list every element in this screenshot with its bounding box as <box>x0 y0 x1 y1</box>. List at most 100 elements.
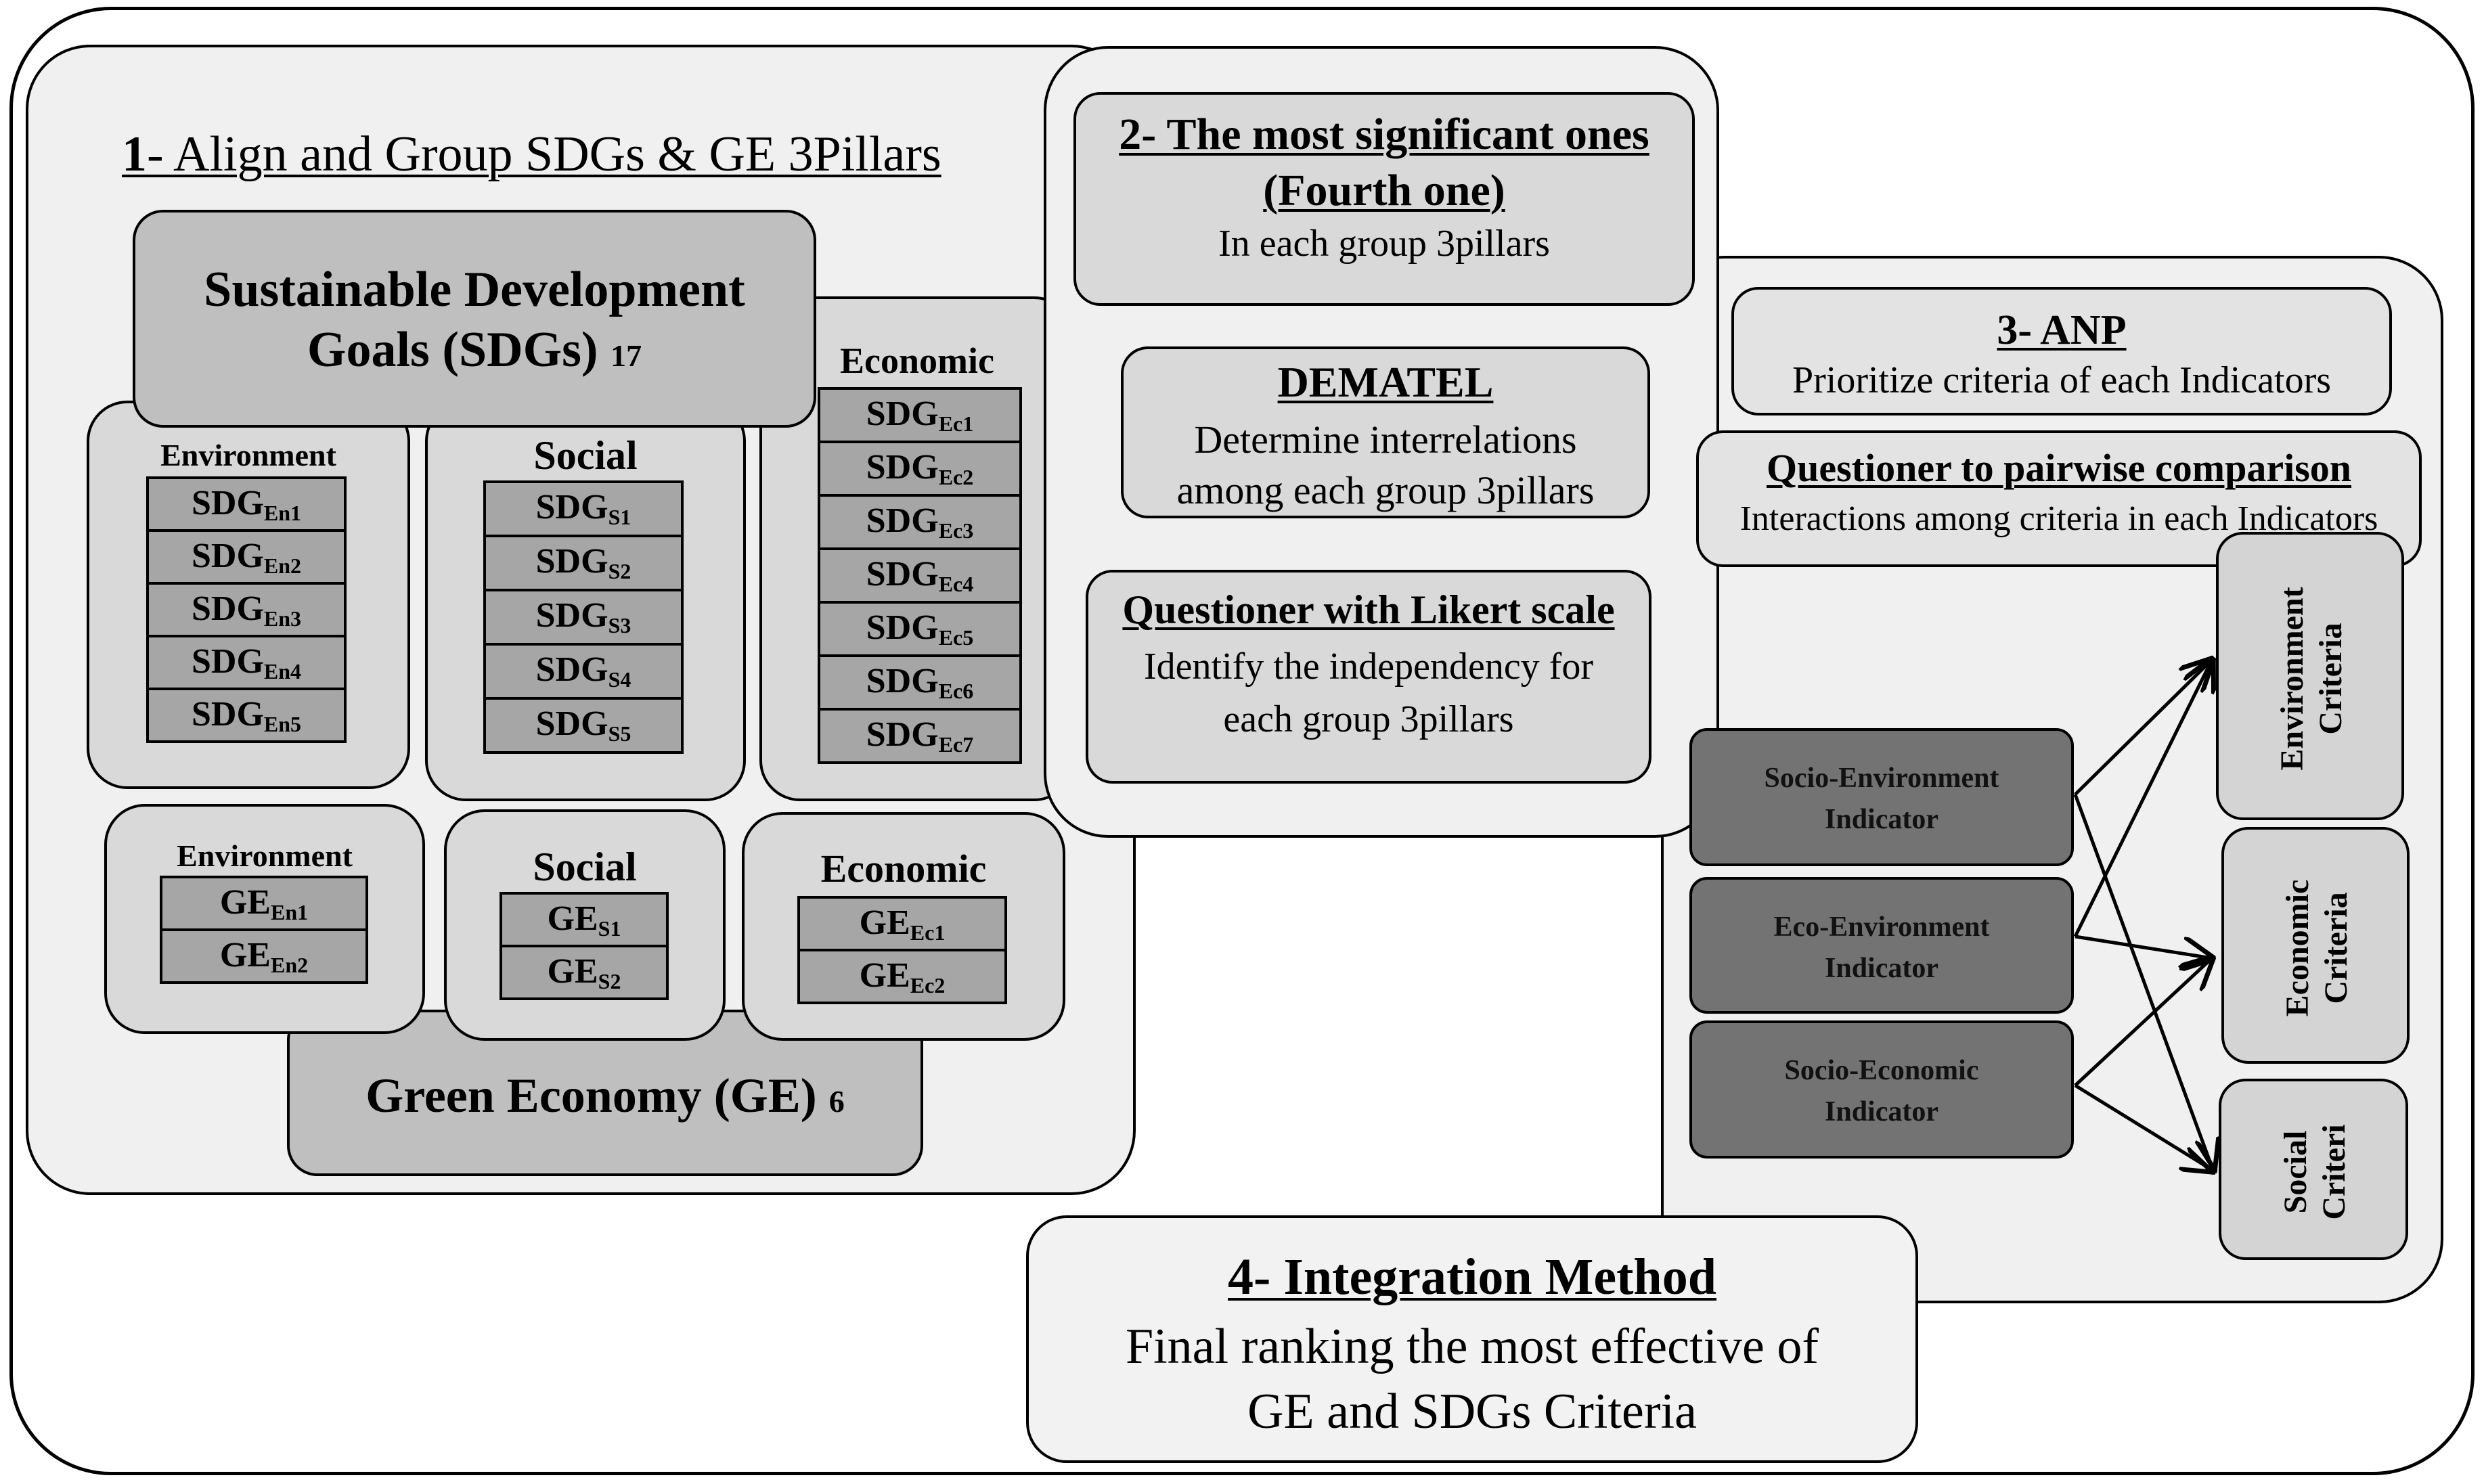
pillar-cell: GEEn1 <box>160 876 368 931</box>
pillar-cell: SDGEn1 <box>146 476 347 532</box>
pairwise-subtitle: Interactions among criteria in each Indi… <box>1739 499 2378 538</box>
stage1-title-text: - Align and Group SDGs & GE 3Pillars <box>147 127 941 182</box>
cell-subscript: S1 <box>598 916 621 941</box>
cell-base: SDG <box>535 650 608 689</box>
cell-subscript: S1 <box>608 505 631 529</box>
anp-card: 3- ANP Prioritize criteria of each Indic… <box>1731 287 2392 415</box>
cell-subscript: S2 <box>598 969 621 993</box>
cell-subscript: S3 <box>608 613 631 637</box>
likert-line1: Identify the independency for <box>1144 646 1593 688</box>
criteria-label-line1: Environment <box>2274 587 2310 771</box>
dematel-title: DEMATEL <box>1277 358 1494 406</box>
indicator-label-line2: Indicator <box>1825 1096 1938 1127</box>
indicator-label-line2: Indicator <box>1825 952 1938 984</box>
ge-group-environment-label: Environment <box>177 838 353 873</box>
indicator-eco-environment: Eco-Environment Indicator <box>1689 877 2074 1014</box>
cell-subscript: Ec1 <box>910 920 946 945</box>
cell-base: SDG <box>535 488 608 526</box>
cell-subscript: Ec7 <box>938 732 974 757</box>
cell-base: SDG <box>866 395 939 433</box>
cell-base: GE <box>547 899 598 938</box>
stage1-title: 1- Align and Group SDGs & GE 3Pillars <box>122 127 941 182</box>
cell-subscript: Ec2 <box>910 973 946 997</box>
cell-subscript: Ec2 <box>938 465 974 489</box>
cell-base: SDG <box>191 589 264 628</box>
dematel-line1: Determine interrelations <box>1194 418 1577 462</box>
cell-base: GE <box>219 936 271 974</box>
sdg-group-environment-label: Environment <box>160 438 336 472</box>
pillar-cell: SDGS5 <box>483 697 684 754</box>
criteria-economic: Economic Criteria <box>2221 827 2410 1064</box>
pillar-cell: GES2 <box>500 945 669 1000</box>
ge-group-economic-label: Economic <box>820 847 987 891</box>
cell-base: SDG <box>866 501 939 540</box>
outer-frame <box>9 7 2475 1475</box>
stage2-title-line1: 2- The most significant ones <box>1119 110 1649 159</box>
cell-subscript: En1 <box>263 501 302 525</box>
cell-base: SDG <box>535 596 608 635</box>
cell-subscript: S4 <box>608 667 631 692</box>
pillar-cell: SDGEn4 <box>146 635 347 690</box>
cell-base: SDG <box>191 484 264 522</box>
cell-base: GE <box>859 956 910 995</box>
integration-line2: GE and SDGs Criteria <box>1247 1384 1697 1440</box>
stage1-number: 1 <box>122 127 147 182</box>
sdg-count: 17 <box>611 338 642 373</box>
pillar-cell: SDGEc7 <box>818 708 1022 764</box>
sdg-group-economic-label: Economic <box>840 340 994 381</box>
stage2-header-card: 2- The most significant ones (Fourth one… <box>1073 92 1695 306</box>
integration-line1: Final ranking the most effective of <box>1125 1319 1819 1374</box>
cell-base: GE <box>859 903 910 942</box>
cell-base: SDG <box>866 608 939 647</box>
pillar-cell: SDGEc1 <box>818 387 1022 443</box>
pillar-cell: SDGS2 <box>483 535 684 591</box>
criteria-label-line2: Criteria <box>2317 892 2354 1004</box>
cell-subscript: En4 <box>263 659 302 683</box>
pillar-cell: SDGEn3 <box>146 582 347 637</box>
indicator-label-line1: Socio-Environment <box>1764 763 1999 794</box>
pairwise-title: Questioner to pairwise comparison <box>1766 446 2352 490</box>
pillar-cell: GEEc1 <box>797 896 1007 951</box>
indicator-label-line1: Eco-Environment <box>1773 912 1990 943</box>
pillar-cell: SDGEc5 <box>818 601 1022 657</box>
cell-subscript: Ec1 <box>938 411 974 436</box>
cell-subscript: En2 <box>271 953 309 977</box>
likert-line2: each group 3pillars <box>1223 698 1514 741</box>
cell-subscript: En5 <box>263 712 302 736</box>
indicator-label-line1: Socio-Economic <box>1784 1055 1979 1086</box>
criteria-label-line2: Criteria <box>2312 623 2349 735</box>
cell-base: GE <box>547 952 598 991</box>
ge-title: Green Economy (GE) <box>365 1069 817 1123</box>
cell-subscript: S2 <box>608 559 631 583</box>
cell-subscript: En2 <box>263 554 302 578</box>
pillar-cell: SDGEc6 <box>818 654 1022 711</box>
pillar-cell: SDGEn5 <box>146 688 347 743</box>
cell-base: SDG <box>866 448 939 487</box>
cell-subscript: Ec6 <box>938 679 974 703</box>
criteria-social: Social Criteri <box>2219 1079 2408 1260</box>
pillar-cell: SDGEc4 <box>818 547 1022 604</box>
pillar-cell: SDGEn2 <box>146 529 347 585</box>
pillar-cell: GEEc2 <box>797 949 1007 1004</box>
cell-base: SDG <box>191 537 264 575</box>
cell-subscript: Ec4 <box>938 572 974 596</box>
cell-base: SDG <box>535 704 608 743</box>
cell-subscript: Ec3 <box>938 518 974 543</box>
cell-base: SDG <box>866 715 939 754</box>
indicator-socio-economic: Socio-Economic Indicator <box>1689 1020 2074 1159</box>
cell-base: SDG <box>535 542 608 581</box>
likert-title: Questioner with Likert scale <box>1122 587 1615 632</box>
cell-base: GE <box>219 883 271 922</box>
stage2-subtitle: In each group 3pillars <box>1218 223 1550 265</box>
anp-title: 3- ANP <box>1997 307 2127 353</box>
criteria-label-line1: Economic <box>2280 879 2315 1017</box>
pillar-cell: GEEn2 <box>160 928 368 984</box>
cell-subscript: En1 <box>271 900 309 924</box>
cell-base: SDG <box>866 662 939 700</box>
dematel-line2: among each group 3pillars <box>1176 468 1595 513</box>
cell-base: SDG <box>191 695 264 734</box>
cell-subscript: Ec5 <box>938 625 974 650</box>
integration-title: 4- Integration Method <box>1228 1249 1716 1305</box>
criteria-label-line1: Social <box>2278 1130 2313 1214</box>
pillar-cell: SDGS3 <box>483 589 684 646</box>
